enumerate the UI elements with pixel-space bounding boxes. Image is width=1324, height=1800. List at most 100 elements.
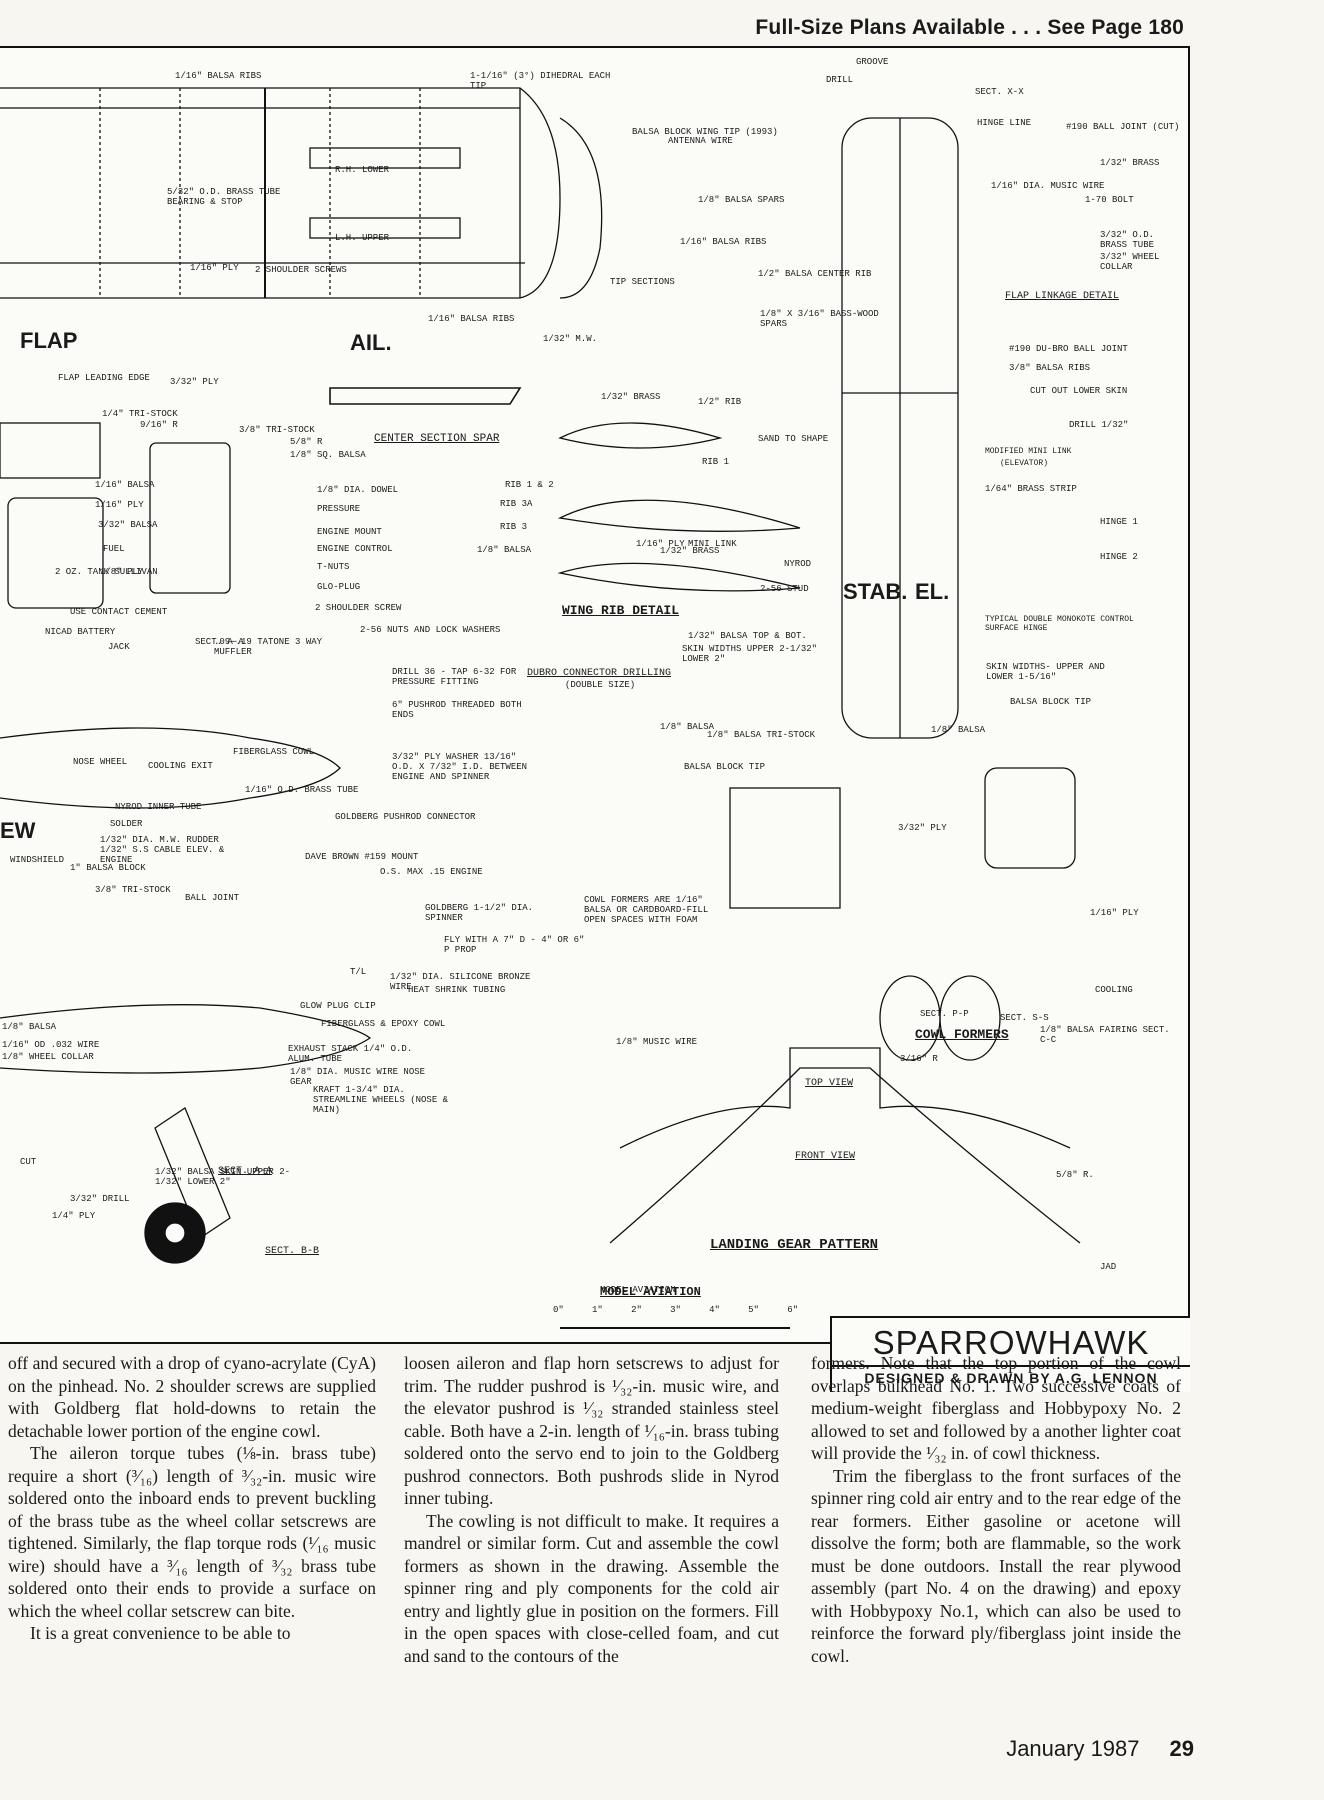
scale-tick: 1" [592, 1305, 603, 1315]
plan-callout: RIB 1 & 2 [505, 480, 554, 490]
plan-callout: 9/16" R [140, 420, 178, 430]
plan-callout: T/L [350, 967, 367, 977]
plan-callout: MODEL AVIATION [600, 1285, 676, 1295]
plan-callout: 1/8" DIA. DOWEL [317, 485, 399, 495]
plan-callout: BALSA BLOCK TIP [684, 762, 766, 772]
plan-callout: RIB 3A [500, 499, 533, 509]
dubro-title: DUBRO CONNECTOR DRILLING [527, 668, 672, 679]
plan-callout: 3/32" PLY [898, 823, 947, 833]
plan-callout: 1/8" BALSA [660, 722, 715, 732]
plan-callout: 2 SHOULDER SCREW [315, 603, 402, 613]
plan-callout: 3/16" R [900, 1054, 938, 1064]
paragraph: Trim the fiberglass to the front surface… [811, 1465, 1181, 1666]
model-name: SPARROWHAWK [872, 1324, 1150, 1361]
landing-gear-title: LANDING GEAR PATTERN [710, 1237, 879, 1253]
sect-xx-title: SECT. X-X [975, 87, 1024, 97]
plan-callout: SKIN WIDTHS- UPPER AND LOWER 1-5/16" [986, 662, 1105, 682]
plan-callout: HINGE LINE [977, 118, 1032, 128]
plan-callout: 5/8" R. [1056, 1170, 1094, 1180]
article-column-1: off and secured with a drop of cyano-acr… [8, 1352, 376, 1645]
dubro-subtitle: (DOUBLE SIZE) [565, 680, 636, 690]
plan-callout: ENGINE MOUNT [317, 527, 382, 537]
plan-callout: FLY WITH A 7" D - 4" OR 6" P PROP [444, 935, 585, 955]
plan-callout: R.H. LOWER [335, 165, 390, 175]
plan-callout: 6" PUSHROD THREADED BOTH ENDS [392, 700, 522, 720]
plan-callout: 2 SHOULDER SCREWS [255, 265, 347, 275]
plan-callout: FUEL [103, 544, 125, 554]
plan-callout: FLAP LEADING EDGE [58, 373, 150, 383]
plan-callout: TIP SECTIONS [610, 277, 675, 287]
plan-callout: #190 BALL JOINT (CUT) [1066, 122, 1180, 132]
plan-callout: GOLDBERG 1-1/2" DIA. SPINNER [425, 903, 534, 923]
sect-ss-title: SECT. S-S [1000, 1013, 1049, 1023]
plan-callout: CUT OUT LOWER SKIN [1030, 386, 1128, 396]
plan-callout: 1/4" PLY [52, 1211, 96, 1221]
plan-callout: COOLING [1095, 985, 1133, 995]
plan-callout: 1/16" PLY [636, 539, 685, 549]
plan-callout: 1/64" BRASS STRIP [985, 484, 1077, 494]
plan-callout: 1" BALSA BLOCK [70, 863, 146, 873]
plan-callout: 3/32" DRILL [70, 1194, 130, 1204]
paragraph: The cowling is not difficult to make. It… [404, 1510, 779, 1666]
plan-callout: 1/32" DIA. M.W. RUDDER 1/32" S.S CABLE E… [100, 835, 225, 865]
issue-date: January 1987 [1006, 1736, 1140, 1761]
plan-callout: .09-.19 TATONE 3 WAY MUFFLER [214, 637, 323, 657]
plan-callout: #190 DU-BRO BALL JOINT [1009, 344, 1128, 354]
paragraph: off and secured with a drop of cyano-acr… [8, 1353, 376, 1441]
plan-callout: HINGE 1 [1100, 517, 1138, 527]
plan-callout: EXHAUST STACK 1/4" O.D. ALUM. TUBE [288, 1044, 413, 1064]
scale-tick: 5" [748, 1305, 759, 1315]
plan-callout: NICAD BATTERY [45, 627, 116, 637]
plan-callout: 3/8" BALSA RIBS [1009, 363, 1091, 373]
plan-callout: 1/16" BALSA RIBS [175, 71, 262, 81]
plan-callout: 1/16" PLY [95, 500, 144, 510]
plan-callout: KRAFT 1-3/4" DIA. STREAMLINE WHEELS (NOS… [313, 1085, 449, 1115]
sect-pp-title: SECT. P-P [920, 1009, 969, 1019]
paragraph: loosen aileron and flap horn setscrews t… [404, 1353, 779, 1508]
plan-callout: 1/16" PLY [1090, 908, 1139, 918]
article-column-3: formers. Note that the top portion of th… [811, 1352, 1181, 1667]
plan-callout: COOLING EXIT [148, 761, 213, 771]
plan-callout: 2-56 NUTS AND LOCK WASHERS [360, 625, 501, 635]
plan-callout: 1/16" DIA. MUSIC WIRE [991, 181, 1105, 191]
elevator-label: EL. [915, 579, 950, 604]
plan-callout: HEAT SHRINK TUBING [408, 985, 506, 995]
plan-callout: 3/8" TRI-STOCK [239, 425, 315, 435]
plan-callout: 1/32" M.W. [543, 334, 598, 344]
plan-callout: USE CONTACT CEMENT [70, 607, 168, 617]
plan-callout: 1/32" BRASS [660, 546, 720, 556]
plan-callout: PRESSURE [317, 504, 361, 514]
plan-callout: 1/8" x 3/16" BASS-WOOD SPARS [760, 309, 879, 329]
mini-link-subtitle: (ELEVATOR) [1000, 459, 1049, 468]
plan-callout: BALL JOINT [185, 893, 240, 903]
plan-callout: NYROD [784, 559, 812, 569]
stab-label: STAB. [843, 579, 908, 604]
plan-callout: 1/32" BRASS [1100, 158, 1160, 168]
plan-callout: 1/32" DIA. SILICONE BRONZE WIRE [390, 972, 531, 992]
paragraph: formers. Note that the top portion of th… [811, 1353, 1181, 1463]
plan-callout: 3/32" PLY [170, 377, 219, 387]
paragraph: It is a great convenience to be able to [30, 1623, 291, 1643]
plan-callout: 1/4" TRI-STOCK [102, 409, 178, 419]
wing-rib-title: WING RIB DETAIL [562, 603, 680, 618]
plan-callout: GLO-PLUG [317, 582, 361, 592]
aileron-label: AIL. [350, 330, 392, 355]
plan-callout: BALSA BLOCK TIP [1010, 697, 1092, 707]
hinge-title: TYPICAL DOUBLE MONOKOTE CONTROL SURFACE … [985, 615, 1134, 633]
sect-bb-title: SECT. B-B [265, 1246, 320, 1257]
plan-callout: GROOVE [856, 57, 889, 67]
plan-callout: 1/16" O.D. BRASS TUBE [245, 785, 359, 795]
scale-ticks: 0" 1" 2" 3" 4" 5" 6" [553, 1305, 798, 1316]
sect-aa-title: SECT. A-A [218, 1166, 273, 1177]
plan-callout: SAND TO SHAPE [758, 434, 829, 444]
plan-callout: 3/32" PLY WASHER 13/16" O.D. x 7/32" I.D… [392, 752, 528, 782]
top-view-title: TOP VIEW [805, 1078, 854, 1089]
scale-tick: 2" [631, 1305, 642, 1315]
plan-callout: RIB 1 [702, 457, 730, 467]
scale-tick: 3" [670, 1305, 681, 1315]
title-block: SPARROWHAWK DESIGNED & DRAWN BY A.G. LEN… [830, 1316, 1190, 1392]
plan-callout: FIBERGLASS & EPOXY COWL [321, 1019, 446, 1029]
plan-callout: 1/16" BALSA RIBS [680, 237, 767, 247]
scale-tick: 4" [709, 1305, 720, 1315]
